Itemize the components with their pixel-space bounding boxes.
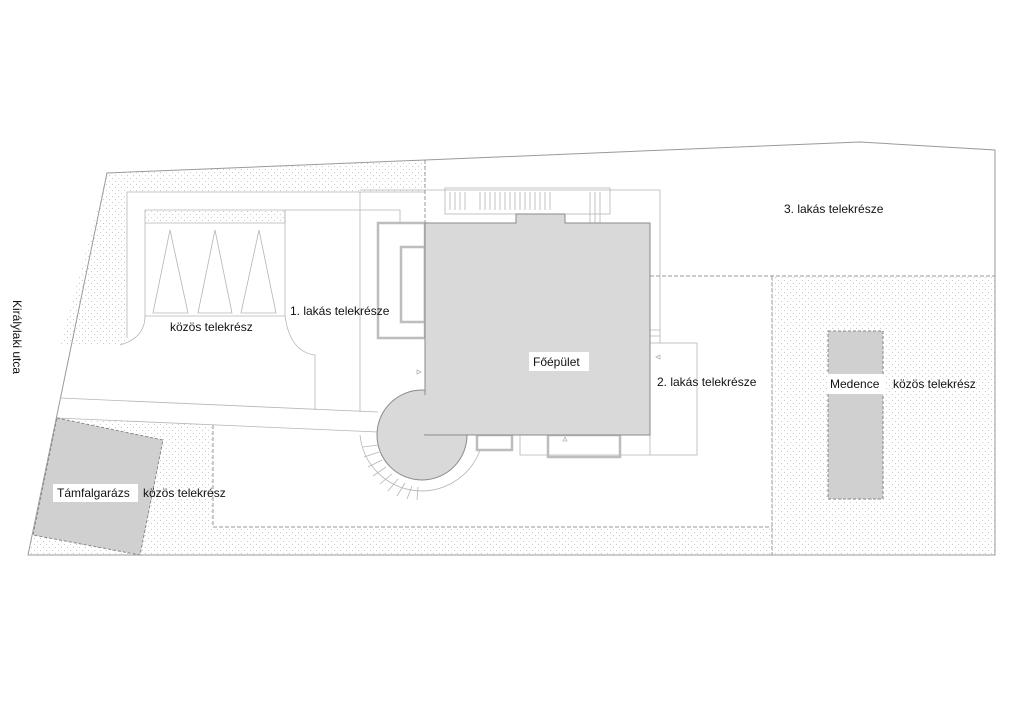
label-garage-common: közös telekrész (143, 486, 226, 500)
label-unit2: 2. lakás telekrésze (657, 375, 757, 389)
label-main-building: Főépület (533, 355, 580, 369)
label-pool: Medence (830, 377, 880, 391)
spiral-stair (359, 434, 481, 501)
label-unit1: 1. lakás telekrésze (290, 304, 390, 318)
label-parking-common: közös telekrész (170, 320, 253, 334)
street-label: Királylaki utca (10, 300, 24, 374)
label-pool-common: közös telekrész (893, 377, 976, 391)
label-unit3: 3. lakás telekrésze (784, 202, 884, 216)
main-building[interactable] (376, 213, 661, 481)
pool[interactable] (827, 330, 884, 500)
label-garage: Támfalgarázs (57, 486, 130, 500)
internal-lines (56, 160, 995, 555)
parking-spaces (152, 229, 277, 314)
